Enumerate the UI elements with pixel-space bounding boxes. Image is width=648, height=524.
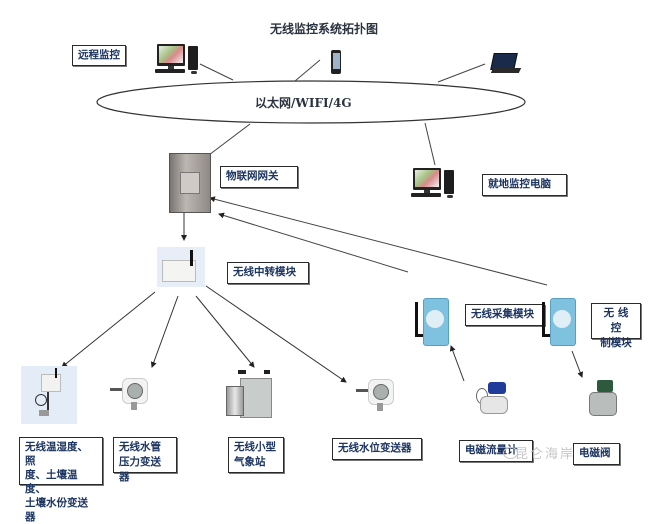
link-flowmeter-to-acquisition bbox=[449, 345, 465, 382]
relay-module-label: 无线中转模块 bbox=[227, 262, 309, 284]
control-module-label-line2: 制模块 bbox=[600, 337, 632, 349]
wireless-module-icon bbox=[542, 298, 576, 346]
control-module-label: 无 线 控 制模块 bbox=[591, 303, 641, 349]
solenoid-valve-label: 电磁阀 bbox=[573, 443, 620, 465]
soil-sensor-label-line1: 无线温湿度、照 bbox=[25, 441, 88, 467]
iot-gateway-label: 物联网网关 bbox=[220, 166, 298, 188]
link-network-to-onsite-pc bbox=[424, 122, 436, 166]
gateway-cabinet-icon bbox=[169, 153, 211, 213]
sensor-kit-icon bbox=[21, 366, 77, 424]
diagram-title: 无线监控系统拓扑图 bbox=[269, 22, 378, 36]
soil-sensor-label-line2: 度、土壤温度、 bbox=[25, 469, 78, 495]
link-relay-to-soil bbox=[61, 291, 156, 368]
relay-module-icon bbox=[157, 247, 205, 287]
acquisition-module-label: 无线采集模块 bbox=[465, 304, 545, 326]
link-relay-to-pressure bbox=[150, 295, 179, 368]
control-module-label-line1: 无 线 控 bbox=[603, 307, 629, 334]
watermark-text: 昆仑海岸 bbox=[515, 447, 576, 462]
smartphone-icon bbox=[331, 50, 341, 74]
link-network-to-gateway bbox=[204, 123, 251, 159]
onsite-pc-label: 就地监控电脑 bbox=[482, 174, 567, 196]
water-level-label: 无线水位变送器 bbox=[332, 438, 422, 460]
flowmeter-icon bbox=[474, 382, 510, 416]
link-laptop-to-network bbox=[437, 63, 486, 83]
pressure-transmitter-icon bbox=[110, 378, 150, 412]
pipe-pressure-label: 无线水管 压力变送器 bbox=[113, 437, 177, 483]
soil-sensor-label: 无线温湿度、照 度、土壤温度、 土壤水份变送器 bbox=[19, 437, 103, 523]
network-label: 以太网/WIFI/4G bbox=[255, 96, 352, 110]
link-phone-to-network bbox=[294, 59, 321, 82]
pipe-pressure-label-line1: 无线水管 bbox=[119, 441, 161, 453]
network-ellipse bbox=[96, 80, 526, 124]
pipe-pressure-label-line2: 压力变送器 bbox=[119, 456, 161, 483]
desktop-computer-icon bbox=[155, 44, 201, 76]
weather-station-icon bbox=[226, 370, 276, 420]
level-transmitter-icon bbox=[356, 379, 396, 413]
link-relay-to-weather bbox=[195, 295, 255, 368]
wechat-icon bbox=[503, 447, 518, 459]
solenoid-valve-icon bbox=[585, 380, 619, 416]
soil-sensor-label-line3: 土壤水份变送器 bbox=[25, 497, 88, 523]
wireless-module-icon bbox=[415, 298, 449, 346]
weather-station-label-line2: 气象站 bbox=[234, 456, 266, 468]
link-acquisition-to-gateway bbox=[218, 212, 409, 273]
link-control-to-valve bbox=[571, 350, 584, 378]
weather-station-label-line1: 无线小型 bbox=[234, 441, 276, 453]
connection-lines bbox=[61, 59, 584, 383]
desktop-computer-icon bbox=[411, 168, 457, 204]
link-remote-to-network bbox=[199, 63, 234, 81]
laptop-icon bbox=[490, 53, 522, 75]
weather-station-label: 无线小型 气象站 bbox=[228, 437, 284, 473]
link-relay-to-level bbox=[205, 285, 347, 383]
remote-monitor-label: 远程监控 bbox=[72, 45, 126, 66]
link-control-to-gateway bbox=[209, 196, 548, 286]
topology-diagram: 无线监控系统拓扑图 以太网/WIFI/4G 远程监控 物联网网关 就地监控电脑 … bbox=[19, 22, 641, 523]
